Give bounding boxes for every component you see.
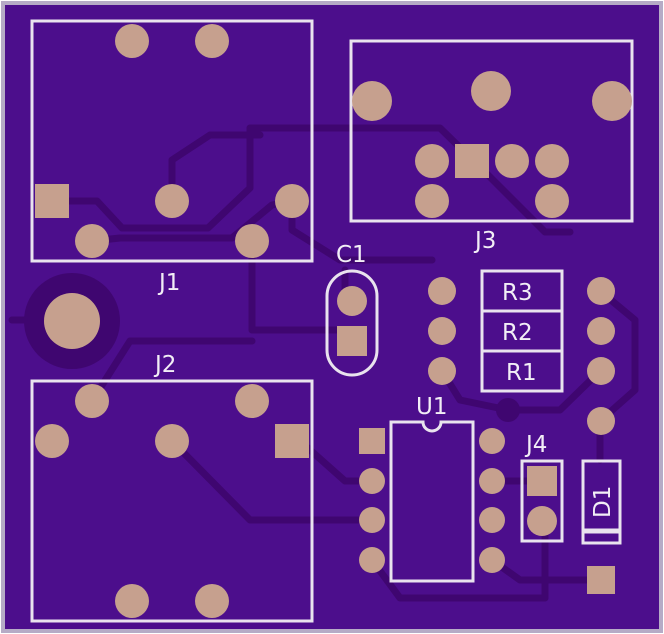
trace [368,517,549,602]
mounting-hole [44,293,100,349]
pad [587,277,615,305]
j3-outline [349,39,634,223]
pad [415,144,449,178]
pad [479,507,505,533]
c1-label: C1 [336,242,367,268]
component-j2: J2 [30,352,314,623]
pad [75,224,109,258]
pad [155,184,189,218]
pad [535,184,569,218]
pad [471,71,511,111]
pad [235,224,269,258]
pad [275,184,309,218]
trace [168,131,264,205]
c1-outline [325,269,379,377]
pad [195,584,229,618]
trace [248,237,346,334]
component-j4: J4 [520,432,564,543]
trace [48,124,574,236]
r1-label: R1 [506,360,537,386]
pad [35,424,69,458]
j4-label: J4 [524,432,547,458]
pad [235,384,269,418]
j1-label: J1 [157,270,180,296]
pad [479,468,505,494]
component-d1: D1 [581,459,622,594]
u1-label: U1 [416,394,447,420]
j1-outline [30,19,314,263]
pad [337,326,367,356]
d1-outline [581,459,622,545]
pad [337,286,367,316]
j3-label: J3 [473,228,496,254]
pad [195,24,229,58]
pad [428,277,456,305]
component-u1: U1 [359,394,505,583]
trace [168,437,376,524]
j4-outline [520,459,564,543]
pad [527,466,557,496]
pad [527,506,557,536]
component-j3: J3 [349,39,634,254]
r3-label: R3 [502,280,533,306]
pad [359,468,385,494]
pad [428,357,456,385]
j2-outline [30,379,314,623]
pad [359,507,385,533]
component-j1: J1 [30,19,314,296]
pad [115,24,149,58]
pad [535,144,569,178]
pad [275,424,309,458]
r2-label: R2 [502,320,533,346]
via [496,398,520,422]
pad [115,584,149,618]
pad [155,424,189,458]
pad [479,547,505,573]
component-c1: C1 [325,242,379,377]
pad [359,547,385,573]
r1-outline [480,349,564,393]
pad [35,184,69,218]
pad [587,407,615,435]
pad [587,317,615,345]
component-resistors: R3 R2 R1 [428,269,615,435]
pad [352,81,392,121]
pad [495,144,529,178]
pad [587,357,615,385]
pad [359,428,385,454]
pad [479,428,505,454]
pad [428,317,456,345]
u1-outline [389,420,475,583]
pad [455,144,489,178]
pad [587,566,615,594]
pad [75,384,109,418]
pad [415,184,449,218]
d1-label: D1 [590,486,616,518]
pad [592,81,632,121]
trace [596,287,639,425]
j2-label: J2 [153,352,176,378]
